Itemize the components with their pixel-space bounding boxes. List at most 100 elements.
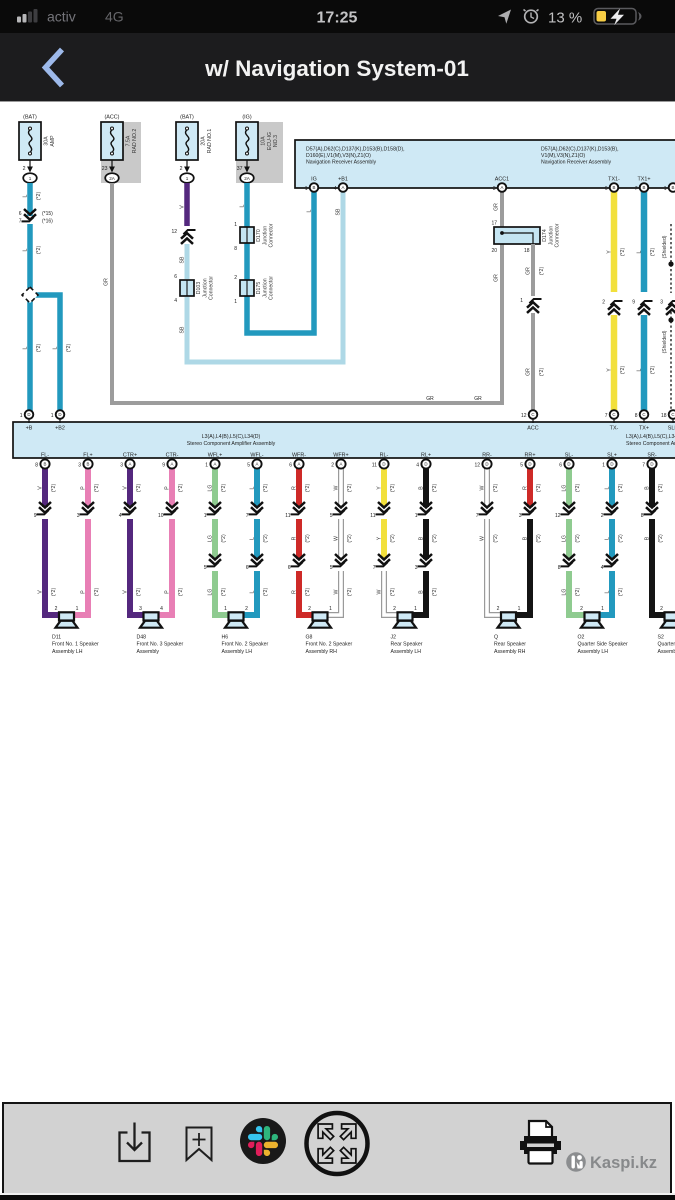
svg-text:2: 2 [234,275,237,281]
svg-text:Connector: Connector [209,276,215,300]
svg-text:LG: LG [562,485,568,492]
svg-text:Quarter Side Speaker: Quarter Side Speaker [658,642,675,648]
svg-text:RR-: RR- [482,452,492,458]
svg-text:11: 11 [372,463,377,469]
svg-text:LG: LG [562,589,568,596]
svg-text:GR: GR [494,274,500,282]
svg-text:B: B [645,486,651,490]
svg-text:B: B [523,536,529,540]
svg-text:13 %: 13 % [548,10,582,27]
svg-text:V: V [123,486,129,490]
svg-text:(*2): (*2) [620,248,626,257]
svg-text:Assembly RH: Assembly RH [494,649,526,655]
svg-text:7.5A: 7.5A [126,135,132,146]
svg-text:3: 3 [519,513,522,519]
svg-text:(*2): (*2) [575,484,581,493]
svg-text:Front No. 2 Speaker: Front No. 2 Speaker [306,642,353,648]
svg-text:8: 8 [641,513,644,519]
svg-text:LG: LG [208,535,214,542]
svg-text:D: D [424,462,427,467]
svg-text:FL+: FL+ [83,452,92,458]
svg-text:D: D [58,412,61,417]
svg-text:A: A [256,462,259,467]
svg-text:SL+: SL+ [607,452,617,458]
svg-text:V: V [38,486,44,490]
svg-text:3: 3 [493,186,496,192]
svg-text:4G: 4G [105,9,124,25]
svg-text:B: B [419,486,425,490]
svg-text:Front No. 2 Speaker: Front No. 2 Speaker [222,642,269,648]
svg-text:W: W [334,536,340,541]
svg-text:2: 2 [601,513,604,519]
svg-text:23: 23 [102,166,108,172]
svg-text:6: 6 [19,211,22,217]
svg-text:1: 1 [602,463,605,469]
svg-text:SB: SB [180,256,186,263]
svg-text:(IG): (IG) [242,115,251,121]
svg-text:D: D [382,462,385,467]
svg-text:7: 7 [19,219,22,225]
svg-text:V: V [180,205,186,209]
svg-text:6: 6 [246,565,249,571]
svg-text:D11: D11 [52,635,61,641]
svg-text:12: 12 [555,513,561,519]
svg-text:2: 2 [23,166,26,172]
svg-text:ACC1: ACC1 [495,177,509,183]
svg-text:SB: SB [336,208,342,215]
svg-text:C: C [612,412,615,417]
svg-text:4: 4 [334,186,337,192]
svg-text:9: 9 [34,513,37,519]
svg-text:(*2): (*2) [36,192,42,201]
svg-text:1: 1 [205,463,208,469]
svg-text:+B2: +B2 [55,426,65,432]
svg-text:J2: J2 [391,635,397,641]
svg-text:(*2): (*2) [178,588,184,597]
svg-text:RL-: RL- [380,452,389,458]
svg-text:L: L [605,486,611,489]
svg-text:1: 1 [414,606,417,612]
svg-text:9: 9 [162,463,165,469]
svg-text:20: 20 [491,248,497,254]
svg-text:12: 12 [521,413,527,419]
svg-text:AMP: AMP [50,135,56,147]
svg-text:P: P [81,590,87,594]
svg-text:(*2): (*2) [618,534,624,543]
svg-text:(*2): (*2) [493,534,499,543]
svg-text:Junction: Junction [548,226,554,245]
svg-text:Q: Q [494,635,498,641]
svg-text:R: R [292,486,298,490]
svg-text:+B: +B [26,426,33,432]
svg-text:Front No. 3 Speaker: Front No. 3 Speaker [137,642,184,648]
svg-text:Junction: Junction [262,226,268,245]
svg-text:Assembly LH: Assembly LH [578,649,609,655]
svg-text:(*2): (*2) [390,484,396,493]
svg-text:W: W [480,485,486,490]
svg-text:(*2): (*2) [263,588,269,597]
svg-text:A: A [501,185,504,190]
svg-text:1: 1 [234,222,237,228]
svg-text:(*2): (*2) [305,534,311,543]
svg-text:L: L [250,537,256,540]
svg-text:(*2): (*2) [650,366,656,375]
svg-text:2: 2 [180,166,183,172]
svg-text:8: 8 [635,413,638,419]
svg-text:18: 18 [661,413,667,419]
svg-text:C: C [531,412,534,417]
svg-text:L: L [637,250,643,253]
svg-text:GR: GR [426,396,434,402]
svg-text:(*2): (*2) [347,534,353,543]
svg-text:WFR-: WFR- [292,452,306,458]
svg-text:B: B [313,185,316,190]
svg-text:D: D [27,412,30,417]
svg-text:TX+: TX+ [639,426,649,432]
svg-text:3: 3 [78,463,81,469]
svg-text:5: 5 [330,565,333,571]
svg-text:L3(A),L4(B),L5(C),L34(D): L3(A),L4(B),L5(C),L34(D) [626,434,675,440]
svg-text:(*2): (*2) [620,366,626,375]
svg-text:L: L [240,204,246,207]
svg-text:Connector: Connector [555,223,561,247]
svg-text:1: 1 [664,186,667,192]
svg-text:(*2): (*2) [178,484,184,493]
svg-text:(*2): (*2) [618,484,624,493]
svg-text:6: 6 [174,274,177,280]
